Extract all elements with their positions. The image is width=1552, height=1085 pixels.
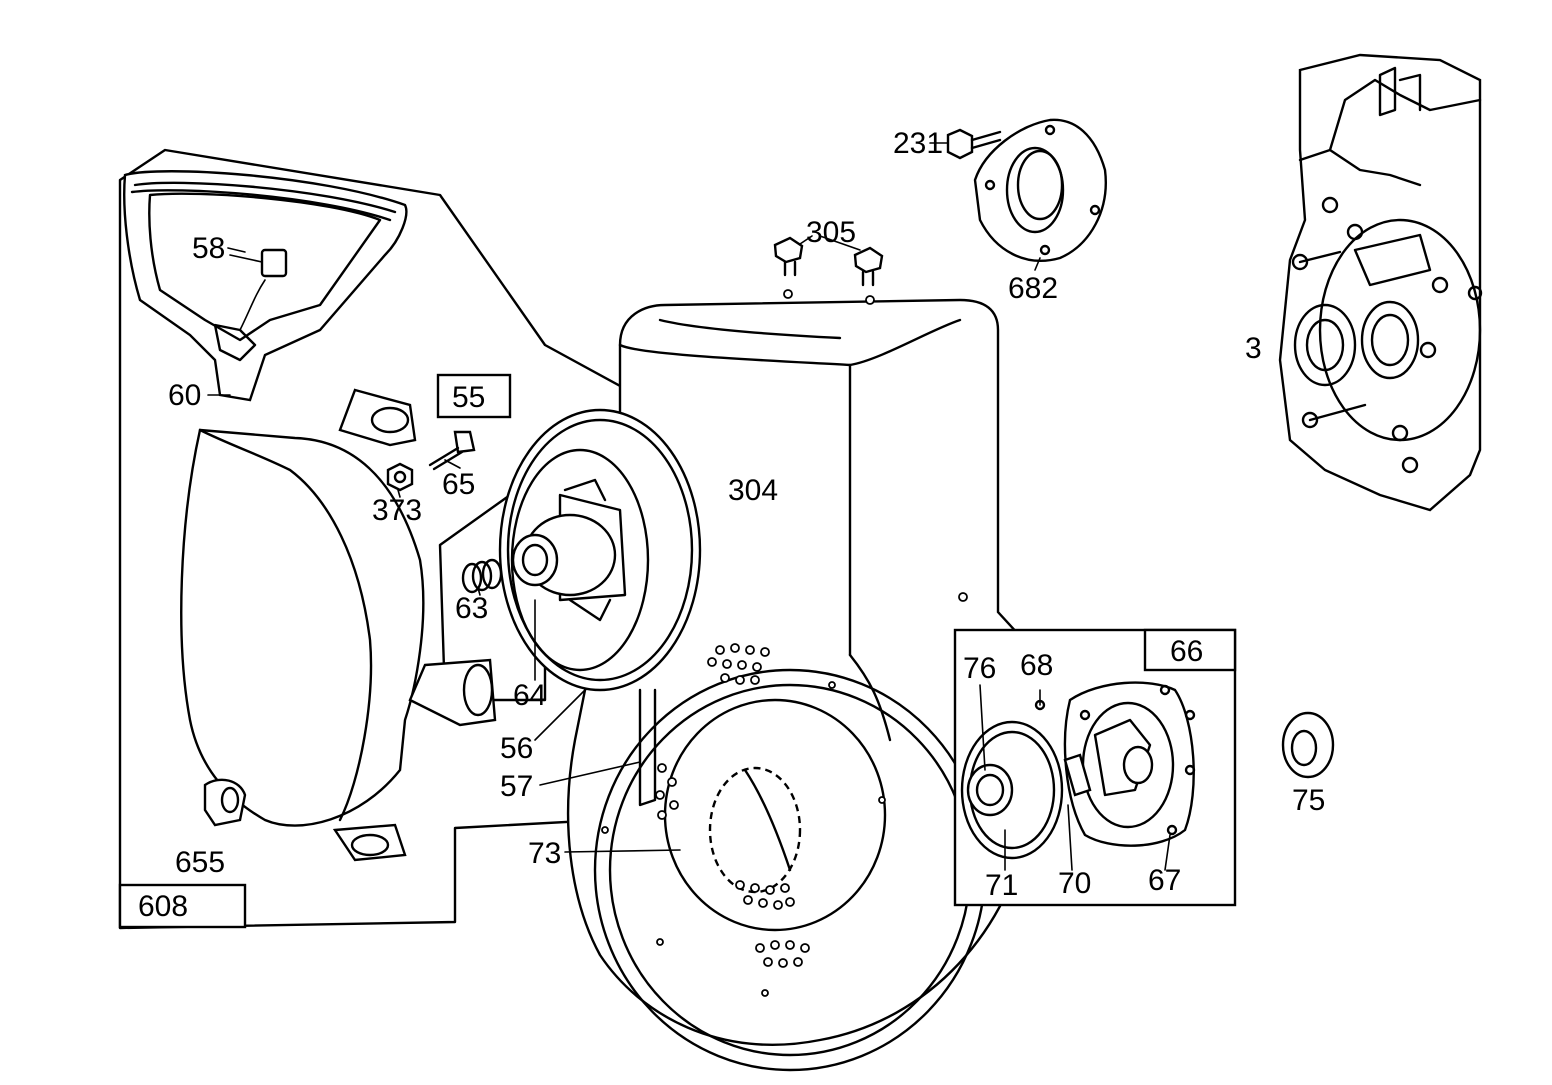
starter-rope-handle: [123, 170, 408, 402]
callout-231: 231: [893, 127, 943, 160]
callout-75: 75: [1292, 784, 1325, 817]
screw-65: [428, 430, 476, 471]
leader-lines: [207, 142, 1171, 871]
callout-box-55: [436, 373, 512, 419]
callout-67: 67: [1148, 864, 1181, 897]
callout-373: 373: [372, 494, 422, 527]
spring-washer-63: [461, 558, 503, 594]
callout-60: 60: [168, 379, 201, 412]
callout-box-608: [118, 883, 247, 929]
callout-68: 68: [1020, 649, 1053, 682]
callout-64: 64: [513, 679, 546, 712]
oil-pump-assembly: [953, 628, 1237, 907]
callout-682: 682: [1008, 272, 1058, 305]
callout-76: 76: [963, 652, 996, 685]
bolts-305: [773, 236, 884, 287]
callout-3: 3: [1245, 332, 1262, 365]
callout-56: 56: [500, 732, 533, 765]
flange-682: [973, 118, 1107, 262]
callout-305: 305: [806, 216, 856, 249]
callout-70: 70: [1058, 867, 1091, 900]
callout-304: 304: [728, 474, 778, 507]
callout-73: 73: [528, 837, 561, 870]
callout-58: 58: [192, 232, 225, 265]
callout-63: 63: [455, 592, 488, 625]
bolt-231: [946, 128, 1002, 160]
callout-labels: 3 55 56 57 58 60 63 64 65 66 67 68 70 71…: [138, 127, 1325, 923]
callout-608: 608: [138, 890, 188, 923]
callout-65: 65: [442, 468, 475, 501]
nut-373: [386, 462, 414, 492]
callout-57: 57: [500, 770, 533, 803]
crankcase-cover: [1278, 53, 1483, 512]
callout-55: 55: [452, 381, 485, 414]
starter-pulley: [498, 408, 702, 807]
seal-75: [1281, 711, 1335, 779]
callout-655: 655: [175, 846, 225, 879]
callout-box-66: [1143, 628, 1237, 672]
clip-655: [203, 778, 247, 827]
screen-holes: [601, 289, 968, 997]
callout-71: 71: [985, 869, 1018, 902]
callout-66: 66: [1170, 635, 1203, 668]
starter-cover: [180, 388, 497, 862]
